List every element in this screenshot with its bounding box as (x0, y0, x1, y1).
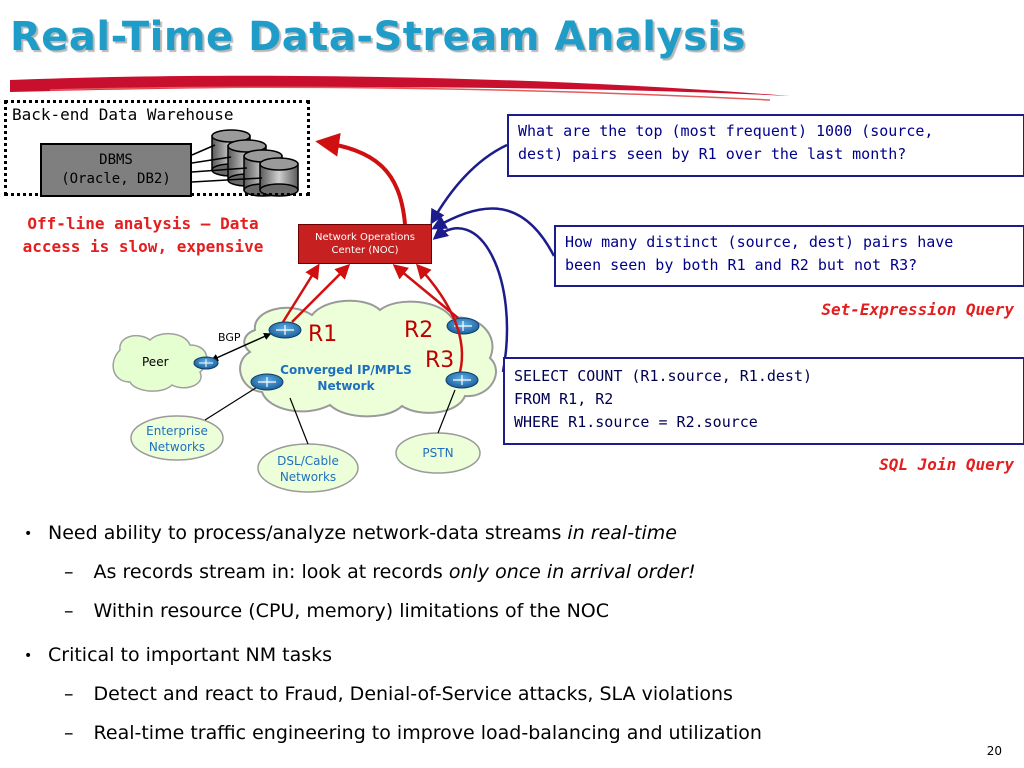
database-cylinders-icon (211, 129, 299, 197)
bullet-2b-text: Real-time traffic engineering to improve… (93, 722, 762, 744)
network-diagram (112, 129, 556, 493)
router-label-r3: R3 (425, 348, 455, 373)
enterprise-networks-label: Enterprise Networks (131, 423, 223, 455)
pstn-label: PSTN (422, 446, 454, 460)
bullet-1a-text: As records stream in: look at records (93, 561, 449, 583)
r1-to-noc-arrow-2 (291, 263, 351, 323)
sub-bullet-dash: – (64, 683, 74, 705)
sql-line3: WHERE R1.source = R2.source (514, 413, 758, 431)
sub-bullet-dash: – (64, 561, 74, 583)
slide-title: Real-Time Data-Stream Analysis (10, 14, 746, 60)
peer-cloud (112, 333, 208, 392)
page-number: 20 (986, 744, 1002, 758)
dsl-cable-networks-label: DSL/Cable Networks (258, 453, 358, 485)
bullet-1-emphasis: in real-time (567, 522, 677, 544)
offline-note-line1: Off-line analysis – Data (27, 214, 259, 233)
router-icon-peer (193, 356, 219, 370)
bullet-2a: – Detect and react to Fraud, Denial-of-S… (64, 683, 733, 705)
warehouse-label: Back-end Data Warehouse (12, 105, 234, 124)
query-box-sql-join: SELECT COUNT (R1.source, R1.dest) FROM R… (503, 357, 1024, 445)
title-underline-swoosh (10, 75, 790, 101)
core-network-label-line1: Converged IP/MPLS (280, 363, 412, 377)
sub-bullet-dash: – (64, 722, 74, 744)
r2-to-noc-arrow (392, 264, 459, 319)
bullet-1b: – Within resource (CPU, memory) limitati… (64, 600, 609, 622)
bullet-1a-emphasis: only once in arrival order! (448, 561, 696, 583)
q2-line2: been seen by both R1 and R2 but not R3? (565, 256, 918, 274)
router-icon-r2 (446, 317, 480, 335)
bullet-1-text: Need ability to process/analyze network-… (48, 522, 568, 544)
router-label-r2: R2 (404, 318, 434, 343)
enterprise-networks-bubble (130, 415, 224, 461)
query-box-set-expression: How many distinct (source, dest) pairs h… (554, 225, 1024, 287)
peer-label: Peer (142, 355, 169, 369)
enterprise-label-line1: Enterprise (146, 424, 208, 438)
router-icon-r1 (268, 321, 302, 339)
dsl-label-line1: DSL/Cable (277, 454, 339, 468)
bullet-2b: – Real-time traffic engineering to impro… (64, 722, 762, 744)
core-network-label-line2: Network (317, 379, 375, 393)
q1-line2: dest) pairs seen by R1 over the last mon… (518, 145, 907, 163)
noc-label-line1: Network Operations (315, 232, 415, 243)
sql-line1: SELECT COUNT (R1.source, R1.dest) (514, 367, 813, 385)
q2-line1: How many distinct (source, dest) pairs h… (565, 233, 954, 251)
q3-to-noc-arrow (432, 224, 509, 373)
bullet-1a: – As records stream in: look at records … (64, 561, 696, 583)
set-expression-query-tag: Set-Expression Query (821, 300, 1014, 319)
r1-to-noc-arrow (281, 263, 320, 323)
bullet-1b-text: Within resource (CPU, memory) limitation… (93, 600, 610, 622)
noc-to-warehouse-arrow (315, 132, 407, 225)
router-icon-r3 (445, 371, 479, 389)
core-network-label: Converged IP/MPLS Network (276, 362, 416, 394)
router-icon-edge (250, 373, 284, 391)
q1-line1: What are the top (most frequent) 1000 (s… (518, 122, 934, 140)
noc-box: Network Operations Center (NOC) (298, 224, 432, 264)
bullet-2-text: Critical to important NM tasks (48, 644, 333, 666)
bullet-dot: • (24, 648, 33, 664)
bullet-2: • Critical to important NM tasks (24, 644, 332, 666)
enterprise-label-line2: Networks (148, 440, 206, 454)
bullet-2a-text: Detect and react to Fraud, Denial-of-Ser… (93, 683, 733, 705)
q1-to-noc-arrow (430, 143, 508, 225)
edge-connectors (204, 383, 456, 445)
core-network-cloud (239, 299, 497, 418)
q2-to-noc-arrow (431, 207, 556, 257)
bgp-label: BGP (218, 331, 241, 344)
offline-analysis-note: Off-line analysis – Data access is slow,… (10, 212, 276, 258)
dbms-connectors (191, 144, 263, 183)
dbms-box: DBMS (Oracle, DB2) (40, 143, 192, 197)
dbms-label: DBMS (99, 152, 133, 168)
router-label-r1: R1 (308, 322, 338, 347)
sql-join-query-tag: SQL Join Query (879, 455, 1014, 474)
r3-to-noc-arrow (415, 263, 464, 373)
offline-note-line2: access is slow, expensive (22, 237, 264, 256)
dbms-vendors: (Oracle, DB2) (61, 171, 171, 187)
dsl-label-line2: Networks (279, 470, 337, 484)
noc-label-line2: Center (NOC) (331, 245, 399, 256)
sql-line2: FROM R1, R2 (514, 390, 614, 408)
bullet-dot: • (24, 526, 33, 542)
bullet-1: • Need ability to process/analyze networ… (24, 522, 677, 544)
bgp-link (210, 333, 272, 361)
sub-bullet-dash: – (64, 600, 74, 622)
query-box-top-k: What are the top (most frequent) 1000 (s… (507, 114, 1024, 177)
